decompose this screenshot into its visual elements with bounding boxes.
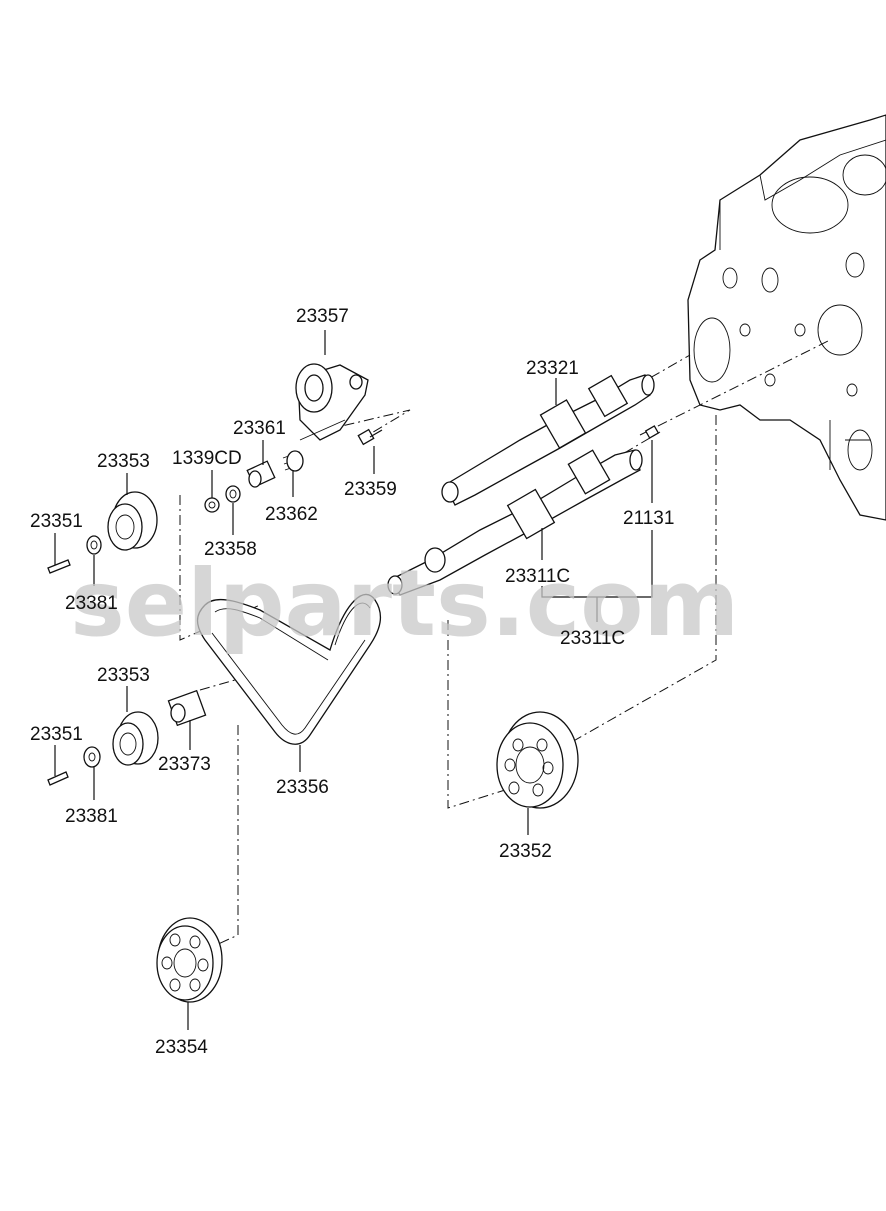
label-23361: 23361 [233, 418, 286, 439]
label-23351-lower: 23351 [30, 724, 83, 745]
label-23356: 23356 [276, 777, 329, 798]
idler-lower [47, 689, 207, 786]
label-23311c-b: 23311C [560, 628, 625, 649]
sprocket-23352 [496, 711, 579, 809]
timing-belt-23356 [196, 593, 382, 745]
label-23354: 23354 [155, 1037, 208, 1058]
label-23359: 23359 [344, 479, 397, 500]
label-23362: 23362 [265, 504, 318, 525]
camshaft-lower [387, 449, 643, 596]
label-23358: 23358 [204, 539, 257, 560]
label-23353-upper: 23353 [97, 451, 150, 472]
label-23311c-a: 23311C [505, 566, 570, 587]
label-23381-lower: 23381 [65, 806, 118, 827]
engine-block [687, 114, 886, 521]
label-23373: 23373 [158, 754, 211, 775]
label-23381-upper: 23381 [65, 593, 118, 614]
plate-23354 [156, 917, 223, 1003]
label-23357: 23357 [296, 306, 349, 327]
leader-lines [54, 330, 653, 1030]
label-21131: 21131 [623, 508, 674, 529]
camshaft-upper [441, 374, 655, 506]
part-labels: 23357 23321 23361 23353 1339CD 23362 233… [30, 306, 674, 1058]
label-23351-upper: 23351 [30, 511, 83, 532]
idler-upper [47, 491, 158, 574]
tensioner-23357 [295, 363, 369, 441]
label-23352: 23352 [499, 841, 552, 862]
label-1339cd: 1339CD [172, 448, 242, 469]
label-23353-lower: 23353 [97, 665, 150, 686]
label-23321: 23321 [526, 358, 579, 379]
pin-21131 [644, 425, 660, 439]
watermark: selparts.com [70, 550, 739, 657]
hardware-top [204, 428, 383, 513]
